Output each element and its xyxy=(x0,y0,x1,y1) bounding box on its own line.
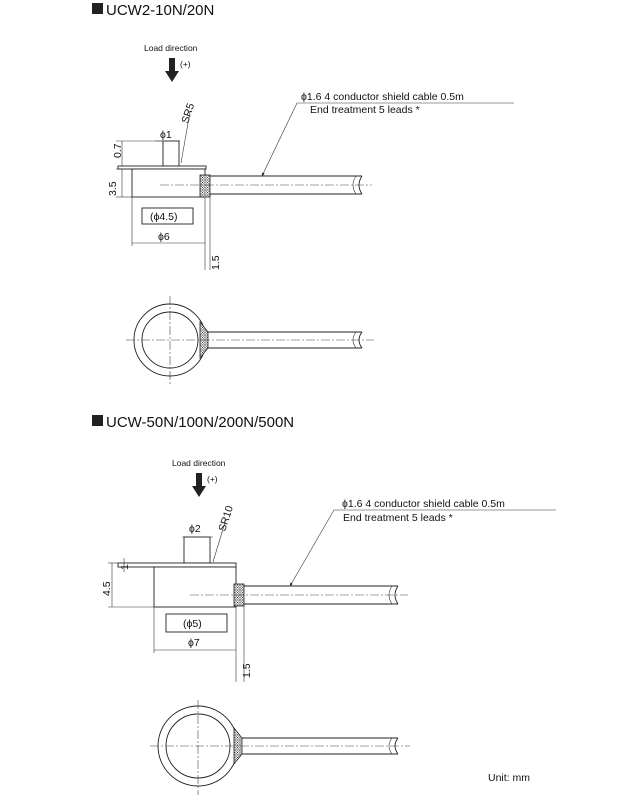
inner-diameter-label: (ϕ5) xyxy=(183,618,202,630)
load-direction-label: Load direction xyxy=(172,458,226,468)
cable-leader xyxy=(289,509,556,587)
sensor-body-side xyxy=(153,566,237,608)
outer-diameter-label: ϕ7 xyxy=(188,637,200,649)
sr-leader xyxy=(212,518,227,563)
sr-label: SR10 xyxy=(216,504,236,533)
unit-label: Unit: mm xyxy=(488,772,530,784)
load-button xyxy=(162,140,180,167)
total-height-label: 3.5 xyxy=(107,181,119,196)
top-height-label: 1 xyxy=(119,564,131,570)
sensor-body-side xyxy=(131,168,206,198)
cable-leader xyxy=(261,102,514,177)
outer-diameter-label: ϕ6 xyxy=(158,231,170,243)
diagram-title: UCW2-10N/20N xyxy=(106,2,214,19)
load-arrow-icon xyxy=(165,58,179,82)
offset-label: 1.5 xyxy=(210,255,222,270)
load-arrow-icon xyxy=(192,473,206,497)
sr-leader xyxy=(180,111,191,164)
load-plus-label: (+) xyxy=(180,59,191,69)
top-flange xyxy=(117,562,237,568)
cable-label: ϕ1.6 4 conductor shield cable 0.5m xyxy=(301,91,464,103)
top-diameter-label: ϕ1 xyxy=(160,129,172,141)
offset-label: 1.5 xyxy=(241,663,253,678)
diagram-ucw: UCW-50N/100N/200N/500N Load direction (+… xyxy=(92,414,556,795)
title-square-icon xyxy=(92,415,103,426)
top-height-label: 0.7 xyxy=(112,143,124,158)
total-height-label: 4.5 xyxy=(101,581,113,596)
top-diameter-label: ϕ2 xyxy=(189,523,201,535)
load-plus-label: (+) xyxy=(207,474,218,484)
title-square-icon xyxy=(92,3,103,14)
inner-diameter-box xyxy=(141,207,194,225)
load-button xyxy=(183,536,211,564)
end-treatment-label: End treatment 5 leads * xyxy=(343,512,453,524)
end-treatment-label: End treatment 5 leads * xyxy=(310,104,420,116)
diagram-ucw2: UCW2-10N/20N Load direction (+) SR5 ϕ1 ϕ… xyxy=(92,2,514,384)
load-direction-label: Load direction xyxy=(144,43,198,53)
cable-label: ϕ1.6 4 conductor shield cable 0.5m xyxy=(342,498,505,510)
cable-gland xyxy=(199,174,211,198)
inner-diameter-label: (ϕ4.5) xyxy=(150,211,177,223)
inner-diameter-box xyxy=(165,613,228,633)
diagram-title: UCW-50N/100N/200N/500N xyxy=(106,414,294,431)
